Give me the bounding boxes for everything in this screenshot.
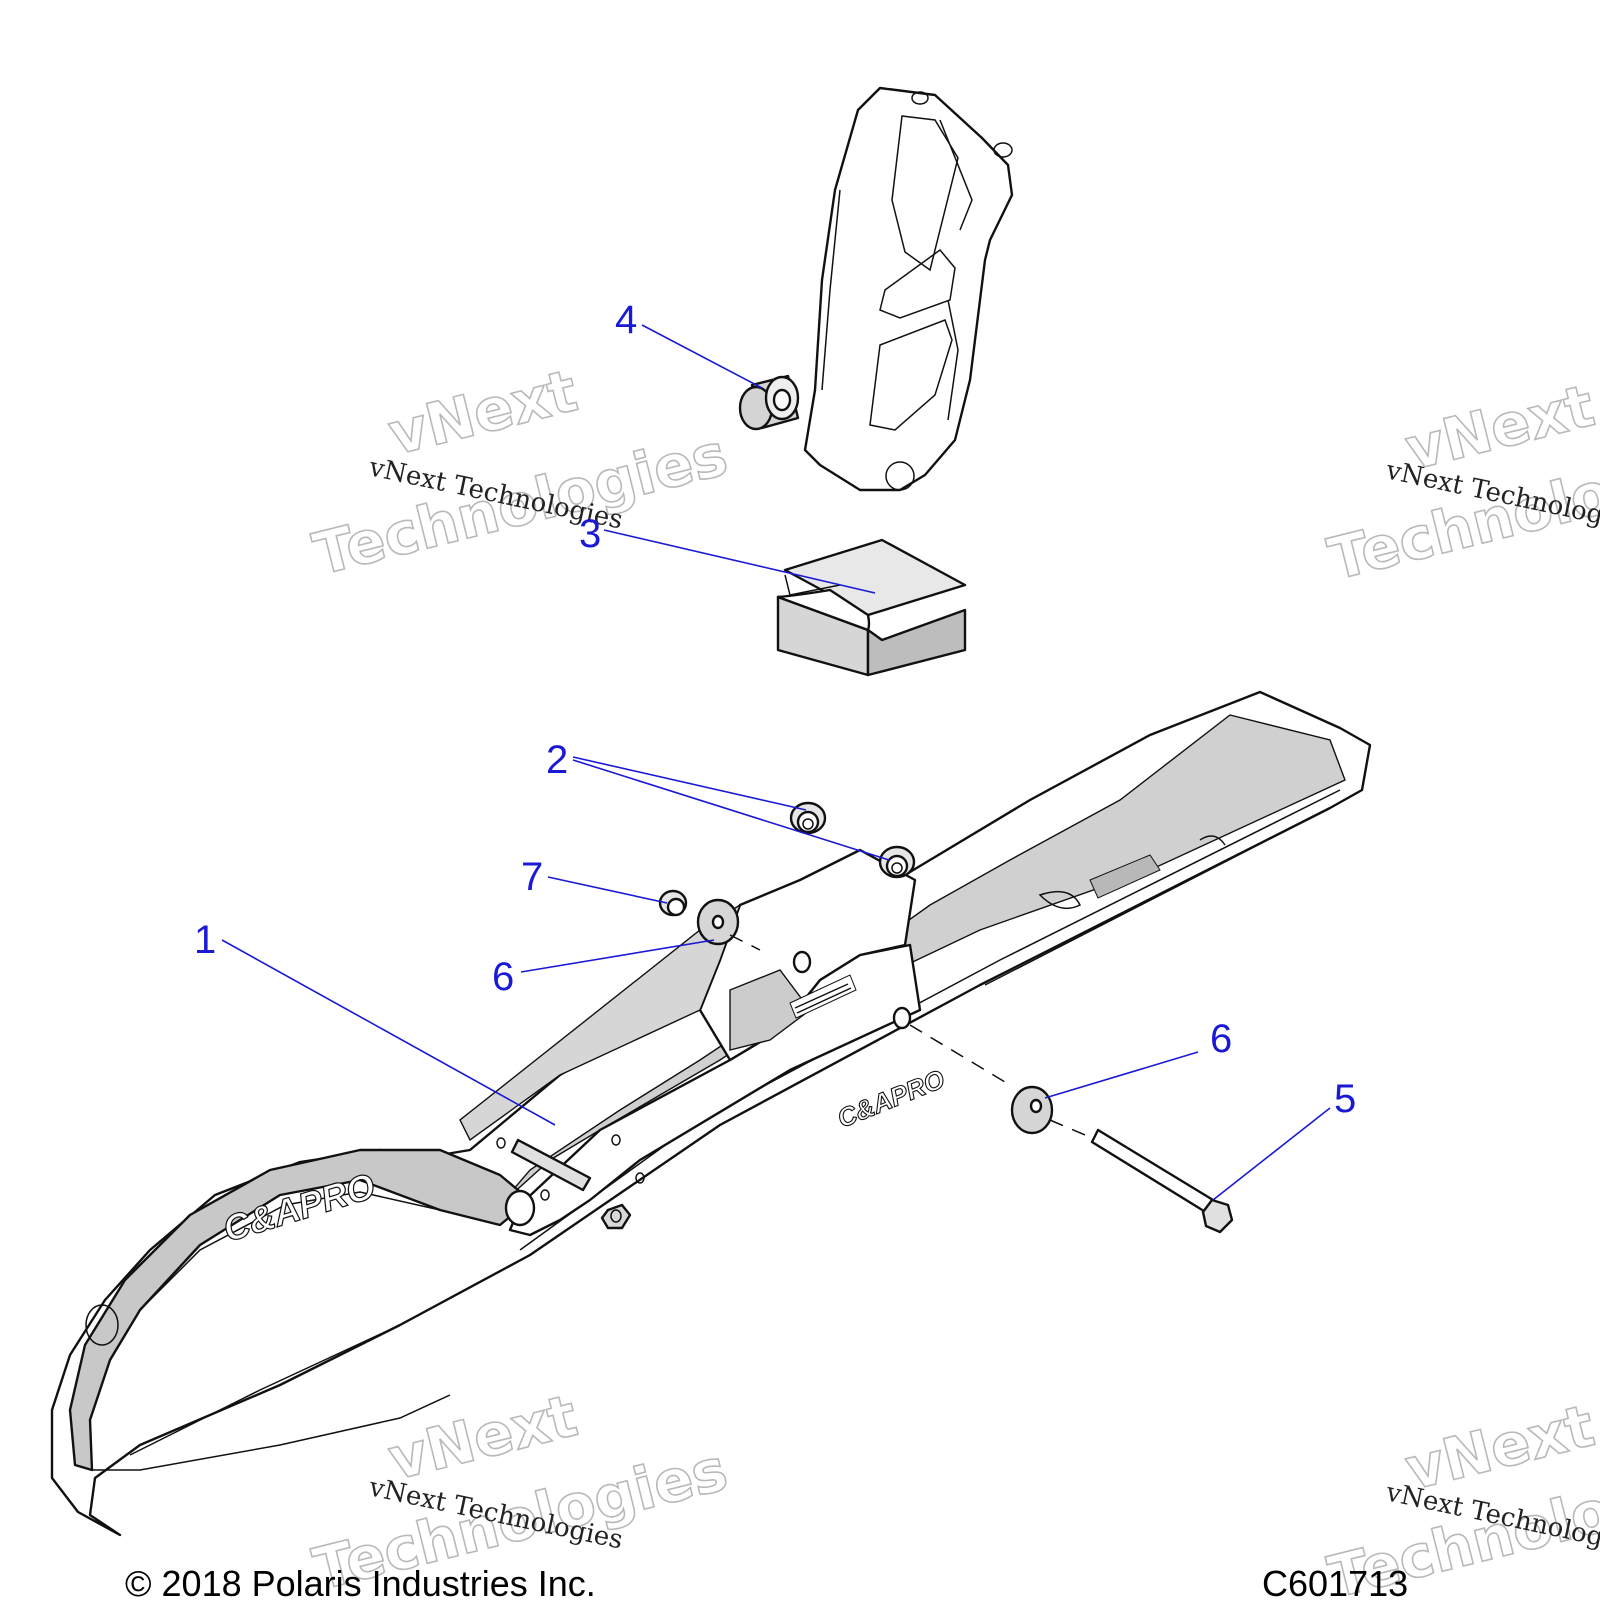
ski-side-logo: C&APRO [833,1064,949,1134]
callout-5: 5 [1334,1077,1356,1121]
ski-bushing-lower [878,845,916,879]
leader-4 [641,324,763,389]
watermark-top-left: vNext Technologies vNext Technologies [306,356,734,590]
watermark-top-right: vNext Technologies vNext Technologies [1321,371,1600,595]
spindle-bracket [803,86,1014,492]
wear-block-part [776,538,967,677]
leader-1 [221,939,556,1126]
flange-nut-part [658,889,688,917]
callout-1: 1 [194,918,216,962]
assembly-centerlines [729,934,1086,1136]
leader-2a [572,756,807,811]
callout-7: 7 [521,855,543,899]
leader-3 [603,529,876,594]
leader-lines [221,324,1331,1201]
leader-6-left [520,939,715,973]
bolt-part [1090,1128,1234,1234]
bushing-part [738,374,800,431]
callout-2: 2 [546,738,568,782]
leader-5 [1212,1107,1331,1201]
callout-6-left: 6 [492,955,514,999]
callout-3: 3 [579,512,601,556]
callout-6-right: 6 [1210,1017,1232,1061]
callout-labels: 1 2 3 4 5 6 6 7 [194,298,1356,1121]
callout-4: 4 [615,298,637,342]
leader-2b [572,759,890,861]
leader-7 [547,876,668,904]
copyright-text: © 2018 Polaris Industries Inc. [125,1563,596,1600]
washer-left-part [696,898,740,946]
washer-right-part [1010,1085,1054,1135]
leader-6-right [1044,1051,1199,1099]
ski-part: C&APRO C&APRO [50,690,1372,1537]
ski-bushing-upper [789,801,827,835]
diagram-code: C601713 [1262,1563,1408,1600]
watermark-outline-line1: vNext [382,356,584,468]
